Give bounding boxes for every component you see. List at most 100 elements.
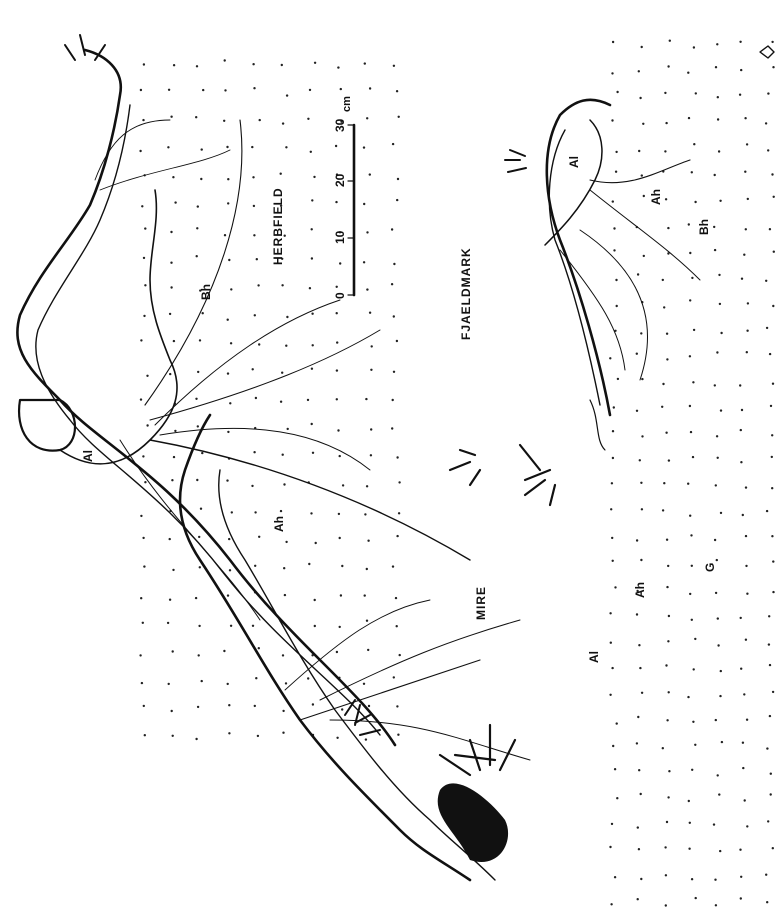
soil-dot bbox=[689, 405, 691, 407]
soil-dot bbox=[720, 409, 722, 411]
soil-dot bbox=[773, 196, 775, 198]
soil-dot bbox=[229, 402, 231, 404]
soil-dot bbox=[636, 613, 638, 615]
soil-dot bbox=[140, 597, 142, 599]
soil-dot bbox=[307, 118, 309, 120]
soil-dot bbox=[765, 280, 767, 282]
soil-dot bbox=[335, 145, 337, 147]
soil-dot bbox=[253, 234, 255, 236]
soil-dot bbox=[687, 72, 689, 74]
soil-dot bbox=[715, 904, 717, 906]
soil-dot bbox=[638, 644, 640, 646]
soil-dot bbox=[611, 667, 613, 669]
soil-dot bbox=[197, 371, 199, 373]
soil-dot bbox=[714, 539, 716, 541]
soil-dot bbox=[169, 373, 171, 375]
soil-dot bbox=[614, 768, 616, 770]
soil-dot bbox=[391, 283, 393, 285]
soil-dot bbox=[172, 176, 174, 178]
soil-dot bbox=[771, 173, 773, 175]
soil-dot bbox=[640, 559, 642, 561]
soil-dot bbox=[371, 345, 373, 347]
soil-dot bbox=[688, 800, 690, 802]
soil-dot bbox=[766, 510, 768, 512]
soil-dot bbox=[313, 176, 315, 178]
soil-dot bbox=[717, 644, 719, 646]
soil-dot bbox=[393, 676, 395, 678]
soil-dot bbox=[396, 705, 398, 707]
soil-dot bbox=[719, 695, 721, 697]
soil-dot bbox=[665, 432, 667, 434]
soil-dot bbox=[285, 345, 287, 347]
soil-dot bbox=[284, 594, 286, 596]
soil-dot bbox=[639, 459, 641, 461]
soil-dot bbox=[641, 692, 643, 694]
soil-dot bbox=[370, 454, 372, 456]
soil-dot bbox=[366, 117, 368, 119]
soil-dot bbox=[610, 508, 612, 510]
soil-dot bbox=[341, 708, 343, 710]
soil-dot bbox=[691, 878, 693, 880]
soil-dot bbox=[228, 259, 230, 261]
soil-dot bbox=[689, 355, 691, 357]
soil-dot bbox=[663, 306, 665, 308]
soil-dot bbox=[669, 40, 671, 42]
soil-dot bbox=[228, 732, 230, 734]
soil-dot bbox=[196, 65, 198, 67]
soil-dot bbox=[139, 654, 141, 656]
soil-dot bbox=[611, 72, 613, 74]
soil-dot bbox=[258, 536, 260, 538]
soil-dot bbox=[399, 654, 401, 656]
soil-dot bbox=[168, 89, 170, 91]
soil-dot bbox=[715, 484, 717, 486]
soil-dot bbox=[740, 461, 742, 463]
soil-dot bbox=[689, 299, 691, 301]
soil-dot bbox=[665, 664, 667, 666]
soil-dot bbox=[392, 399, 394, 401]
soil-dot bbox=[255, 677, 257, 679]
soil-dot bbox=[695, 92, 697, 94]
soil-dot bbox=[739, 384, 741, 386]
soil-dot bbox=[690, 534, 692, 536]
soil-dot bbox=[227, 683, 229, 685]
soil-dot bbox=[666, 586, 668, 588]
soil-dot bbox=[253, 205, 255, 207]
soil-dot bbox=[366, 485, 368, 487]
soil-dot bbox=[309, 287, 311, 289]
soil-dot bbox=[336, 651, 338, 653]
soil-dot bbox=[170, 116, 172, 118]
soil-dot bbox=[366, 288, 368, 290]
soil-dot bbox=[666, 358, 668, 360]
soil-dot bbox=[689, 593, 691, 595]
soil-dot bbox=[171, 710, 173, 712]
soil-dot bbox=[228, 538, 230, 540]
section-label-fjaeldmark: FJAELDMARK bbox=[459, 247, 473, 340]
soil-dot bbox=[661, 406, 663, 408]
soil-dot bbox=[224, 89, 226, 91]
soil-dot bbox=[307, 399, 309, 401]
soil-dot bbox=[397, 178, 399, 180]
soil-dot bbox=[198, 625, 200, 627]
scale-tick-20: 20 bbox=[333, 173, 347, 187]
soil-dot bbox=[714, 384, 716, 386]
soil-dot bbox=[252, 625, 254, 627]
soil-dot bbox=[366, 620, 368, 622]
section-label-mire: MIRE bbox=[474, 586, 488, 620]
soil-dot bbox=[615, 279, 617, 281]
soil-dot bbox=[282, 710, 284, 712]
soil-dot bbox=[772, 691, 774, 693]
soil-dot bbox=[637, 898, 639, 900]
herbfield-cushion bbox=[17, 35, 470, 745]
soil-dot bbox=[768, 643, 770, 645]
scale-tick-30: 30 bbox=[333, 118, 347, 132]
soil-dot bbox=[715, 592, 717, 594]
soil-dot bbox=[692, 721, 694, 723]
soil-dot bbox=[640, 482, 642, 484]
soil-dot bbox=[251, 146, 253, 148]
soil-dot bbox=[616, 797, 618, 799]
soil-dot bbox=[740, 668, 742, 670]
soil-dot bbox=[342, 484, 344, 486]
soil-dot bbox=[285, 541, 287, 543]
soil-dot bbox=[283, 567, 285, 569]
